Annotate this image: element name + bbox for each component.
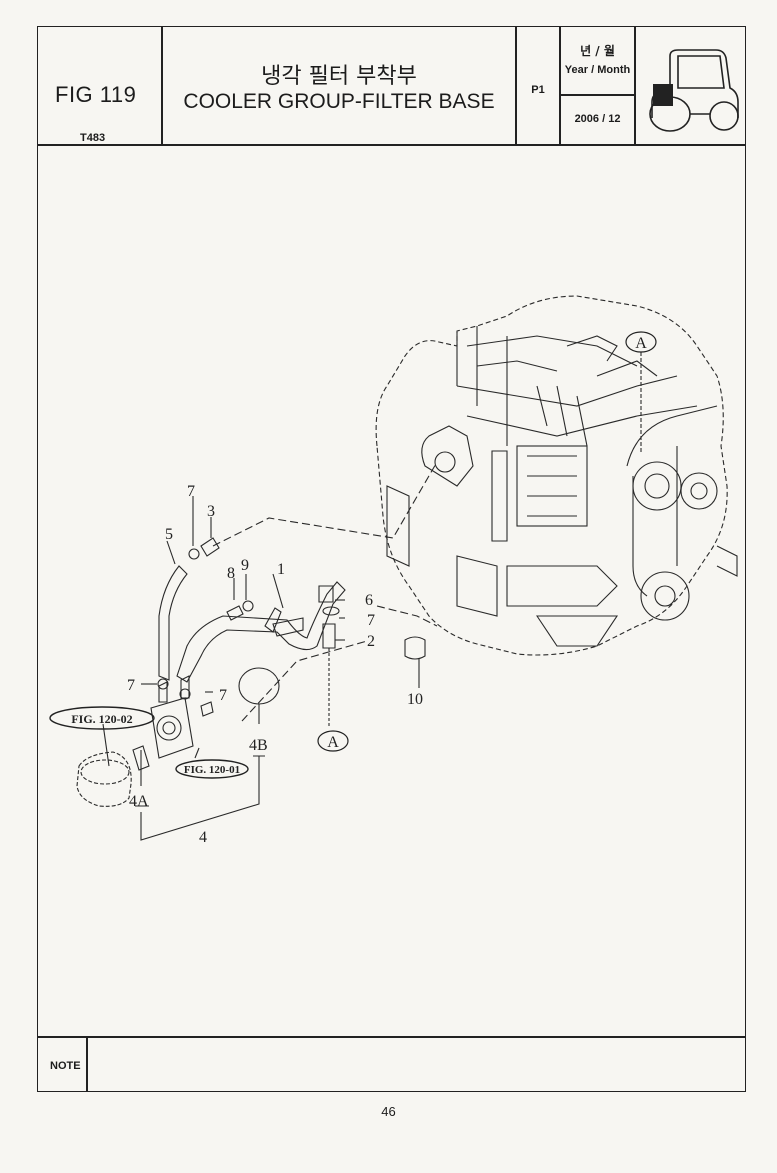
fitting-2 [322,623,336,649]
callout-a-top [625,331,657,353]
title-korean: 냉각 필터 부착부 [261,64,417,89]
note-label: NOTE [50,1060,81,1072]
part-label-1: 1 [277,561,285,578]
leader-line-engine-3 [212,461,438,547]
date-divider [559,94,635,96]
revision-date: 2006 / 12 [574,113,621,125]
part-label-7c: 7 [127,677,135,694]
tractor-icon [649,49,739,132]
part-label-7b: 7 [367,612,375,629]
fig-ref-filter[interactable]: FIG. 120-02 [71,712,132,726]
part-label-3: 3 [207,503,215,520]
fitting-6 [318,585,334,603]
fig-ref-filter-bubble [49,706,155,730]
part-label-5: 5 [165,526,173,543]
callout-a-bottom-label: A [327,734,339,751]
year-month-english: Year / Month [564,64,631,76]
part-label-10: 10 [407,691,423,708]
fig-ref-base[interactable]: FIG. 120-01 [184,764,240,776]
engine-illustration [375,295,738,656]
header-divider [37,144,746,146]
callout-a-top-label: A [635,335,647,352]
part-label-4: 4 [199,829,207,846]
page-number: 46 [381,1104,396,1119]
fig-ref-base-bubble [175,759,249,779]
note-divider [37,1036,746,1038]
exploded-parts-diagram: A A FIG. 120-02 FIG. 120-01 1 2 3 4 4A 4… [49,295,738,846]
page-code: P1 [531,84,545,96]
o-ring-4b [238,667,280,705]
part-label-7d: 7 [219,687,227,704]
part-label-4b: 4B [249,737,268,754]
nipple-3 [200,537,220,557]
page-frame [37,26,746,1092]
leader-line-engine-4b [241,640,368,722]
hose-1 [176,581,346,683]
part-label-7a: 7 [187,483,195,500]
figure-code: T483 [80,132,106,144]
header-col-divider-2 [515,26,517,145]
part-label-9: 9 [241,557,249,574]
note-col-divider [86,1036,88,1092]
figure-number: FIG 119 [55,82,137,107]
hose-5 [158,565,188,681]
year-month-korean: 년 / 월 [580,44,615,58]
bracket-4 [140,756,260,841]
header-col-divider-4 [634,26,636,145]
part-label-4a: 4A [129,793,149,810]
part-label-8: 8 [227,565,235,582]
plug-10 [404,636,426,660]
filter-base-4 [150,697,194,759]
leader-line-engine-6 [376,605,438,627]
bolt-8 [226,605,244,621]
stud-4a [132,745,150,771]
oil-filter [76,751,132,807]
callout-a-bottom [317,730,349,752]
header-col-divider-3 [559,26,561,145]
header-col-divider-1 [161,26,163,145]
title-english: COOLER GROUP-FILTER BASE [183,90,495,113]
part-label-6: 6 [365,592,373,609]
part-label-2: 2 [367,633,375,650]
